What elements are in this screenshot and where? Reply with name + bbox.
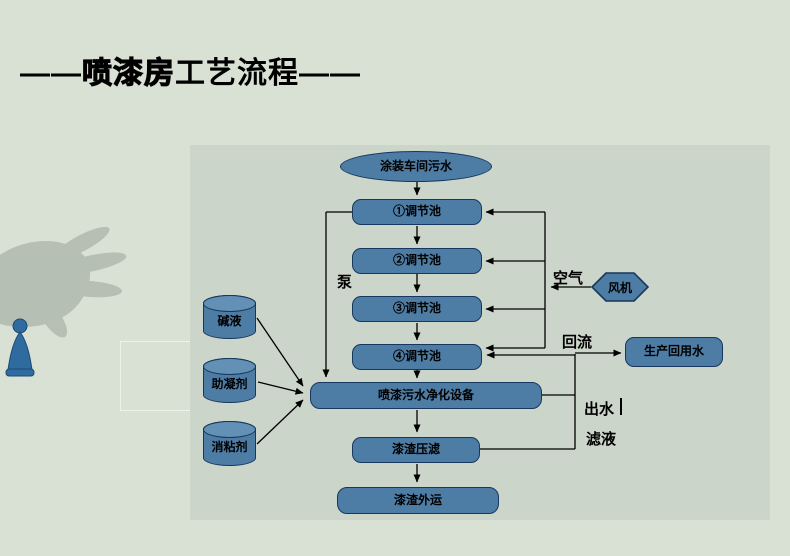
page-title: ——喷漆房工艺流程——	[20, 48, 361, 92]
node-detackifier-tank: 消粘剂	[203, 421, 256, 466]
label-filtrate: 滤液	[586, 431, 617, 448]
empty-callout-box	[120, 341, 192, 411]
label-outlet: 出水	[584, 401, 615, 418]
label-reflux: 回流	[562, 334, 593, 351]
node-pool4: ④调节池	[352, 344, 482, 370]
title-dash-right: ——	[299, 57, 361, 90]
node-fan-label: 风机	[607, 280, 632, 295]
node-pool2: ②调节池	[352, 248, 482, 274]
label-pump: 泵	[337, 274, 353, 291]
node-pool1: ①调节池	[352, 199, 482, 225]
node-transport: 漆渣外运	[337, 487, 499, 514]
node-coagulant-tank: 助凝剂	[203, 358, 256, 403]
node-reuse-water: 生产回用水	[625, 337, 723, 367]
node-source: 涂装车间污水	[340, 151, 492, 182]
node-press: 漆渣压滤	[352, 437, 480, 463]
text-cursor	[620, 398, 622, 415]
diagram-panel	[190, 145, 770, 520]
node-alkali-tank: 碱液	[203, 295, 256, 339]
node-pool3: ③调节池	[352, 296, 482, 322]
title-strong: 喷漆房	[81, 56, 175, 90]
node-purifier: 喷漆污水净化设备	[310, 382, 542, 409]
title-dash-left: ——	[20, 57, 82, 90]
label-air: 空气	[553, 270, 584, 287]
hand-silhouette-icon	[0, 226, 127, 338]
title-rest: 工艺流程	[175, 57, 299, 90]
person-figure-icon	[5, 318, 35, 377]
